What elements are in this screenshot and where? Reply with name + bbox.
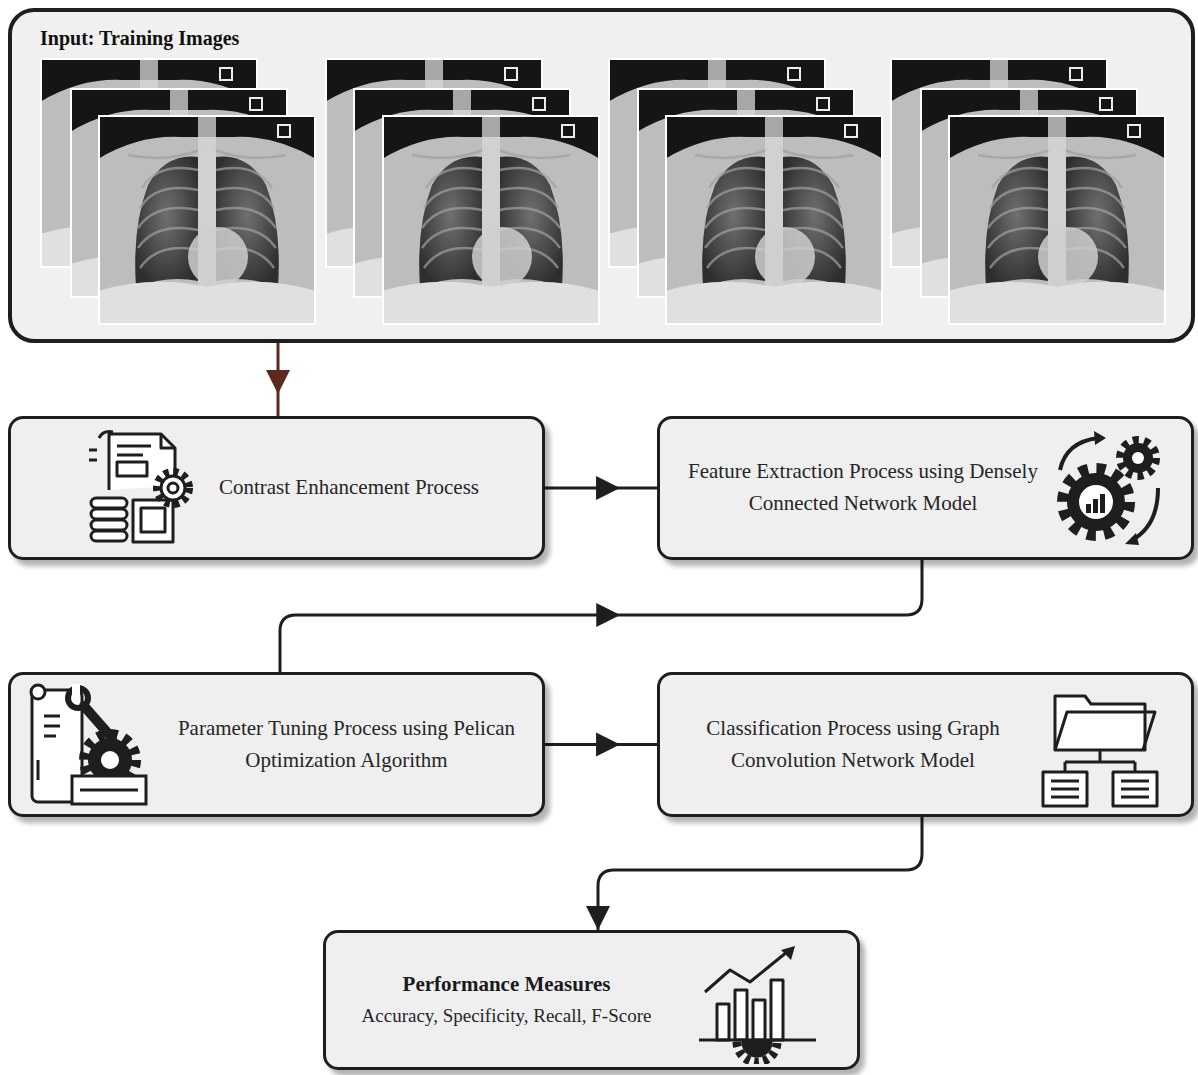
gears-icon-part: [1100, 494, 1105, 513]
result-box: Performance MeasuresAccuracy, Specificit…: [323, 930, 860, 1070]
document-gear-icon-part-part: [91, 520, 127, 530]
document-gear-icon-part-part: [91, 531, 127, 541]
document-gear-icon: [81, 428, 201, 548]
flow-connector: [545, 733, 657, 757]
chart-gear-icon: [695, 942, 820, 1064]
xray-stack: [325, 58, 600, 325]
chart-gear-icon-part: [699, 952, 816, 1062]
node-title: Parameter Tuning Process using Pelican O…: [171, 713, 522, 777]
xray-stack-part: [948, 115, 1166, 325]
chart-gear-icon-part-part: [737, 1042, 777, 1062]
gears-icon-part: [1123, 443, 1153, 473]
document-gear-icon-part-part: [161, 476, 185, 500]
gears-icon-part: [1120, 440, 1156, 476]
node-title: Feature Extraction Process using Densely…: [675, 456, 1051, 520]
chart-gear-icon-part-part: [717, 1004, 729, 1040]
folder-tree-icon-part-part: [1055, 696, 1145, 750]
arrow-head: [596, 476, 620, 500]
folder-tree-icon-part-part: [1051, 781, 1079, 797]
gears-icon-part: [1132, 488, 1158, 540]
document-gear-icon-part-part: [157, 472, 189, 504]
connector-line: [280, 560, 922, 672]
folder-tree-icon-part-part: [1065, 750, 1135, 772]
flow-connector: [280, 560, 922, 672]
document-gear-icon-part-part: [99, 432, 113, 438]
arrow-head: [586, 906, 610, 930]
chart-gear-icon-part-part: [705, 952, 787, 992]
xray-stack: [890, 58, 1166, 325]
process-box: Classification Process using Graph Convo…: [657, 672, 1194, 817]
process-box: Contrast Enhancement Process: [8, 416, 545, 560]
document-gear-icon-part: [89, 432, 189, 542]
folder-tree-icon: [1025, 688, 1161, 810]
gears-icon-part: [1067, 473, 1125, 531]
scroll-wrench-icon-part: [80, 789, 138, 792]
arrow-head: [596, 733, 620, 757]
process-box: Parameter Tuning Process using Pelican O…: [8, 672, 545, 817]
input-panel: Input: Training Images: [8, 8, 1195, 343]
chart-gear-icon-part-part: [771, 980, 783, 1040]
process-box: Feature Extraction Process using Densely…: [657, 416, 1194, 560]
gears-icon: [1048, 430, 1166, 548]
scroll-wrench-icon-part: [72, 684, 80, 694]
flow-connector: [545, 476, 657, 500]
scroll-wrench-icon-part-part: [44, 716, 60, 736]
document-gear-icon-part-part: [141, 508, 165, 532]
node-title: Performance Measures: [403, 969, 611, 1001]
document-gear-icon-part-part: [91, 509, 127, 519]
document-gear-icon-part-part: [89, 450, 97, 460]
chart-gear-icon-part-part: [753, 1000, 765, 1040]
xray-stack: [40, 58, 316, 325]
gears-icon-part: [1060, 438, 1098, 470]
folder-tree-icon-part-part: [1113, 772, 1157, 806]
arrow-head: [266, 370, 290, 394]
node-title: Input: Training Images: [40, 26, 1171, 50]
node-title: Contrast Enhancement Process: [219, 472, 479, 504]
folder-tree-icon-part: [1043, 696, 1157, 806]
gears-icon-part: [1125, 533, 1139, 545]
chart-gear-icon-part-part: [743, 1042, 771, 1056]
document-gear-icon-part-part: [168, 483, 178, 493]
xray-stack-part: [98, 115, 316, 325]
arrow-head: [596, 603, 620, 627]
gears-icon-part: [1079, 485, 1113, 519]
flow-connector: [586, 817, 922, 930]
scroll-wrench-icon-part-part: [31, 685, 45, 699]
document-gear-icon-part-part: [161, 434, 175, 448]
gears-icon-part: [1086, 504, 1091, 513]
connector-line: [598, 817, 922, 930]
folder-tree-icon-part-part: [1043, 772, 1087, 806]
document-gear-icon-part-part: [91, 498, 127, 508]
xray-images: [8, 8, 1195, 343]
gears-icon-part: [1094, 431, 1106, 445]
node-body: Accuracy, Specificity, Recall, F-Score: [362, 1001, 652, 1031]
folder-tree-icon-part-part: [1121, 781, 1149, 797]
node-title: Classification Process using Graph Convo…: [675, 713, 1031, 777]
xray-stack-part: [665, 115, 883, 325]
xray-stack: [608, 58, 883, 325]
folder-tree-icon-part-part: [1055, 712, 1155, 750]
scroll-wrench-icon-part: [72, 776, 146, 804]
document-gear-icon-part-part: [117, 462, 147, 476]
gears-icon-part: [1093, 499, 1098, 513]
scroll-wrench-icon: [20, 680, 150, 812]
scroll-wrench-icon-part-part: [37, 760, 40, 780]
chart-gear-icon-part: [781, 946, 795, 960]
scroll-wrench-icon-part: [101, 751, 119, 769]
gears-icon-part: [1063, 469, 1129, 535]
xray-stack-part: [382, 115, 600, 325]
document-gear-icon-part-part: [117, 446, 151, 455]
flow-connector: [266, 343, 290, 416]
gears-icon-part: [1132, 452, 1144, 464]
chart-gear-icon-part-part: [735, 990, 747, 1040]
